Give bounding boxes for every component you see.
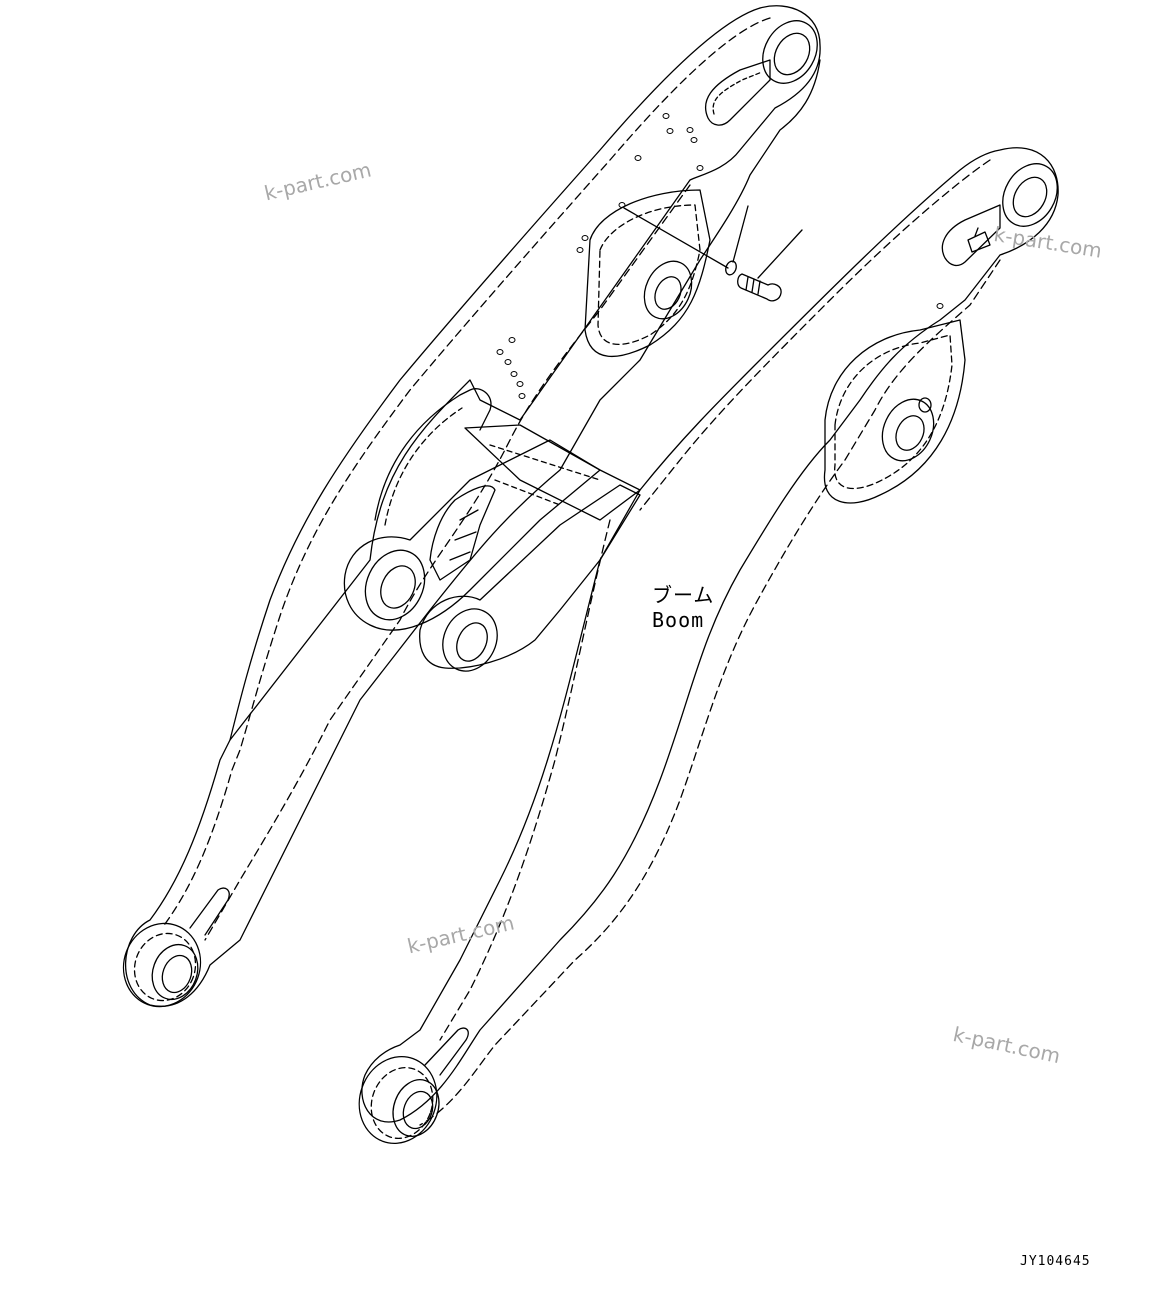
right-arm-grease-fitting — [918, 397, 932, 413]
bolt — [737, 273, 782, 302]
right-arm-mid-bracket — [823, 319, 966, 504]
assembly-line — [623, 207, 729, 269]
right-arm-bottom-eye-outer — [358, 1056, 438, 1144]
right-arm-bottom-eye-dashed — [370, 1066, 434, 1140]
cross-member-inner-box — [489, 444, 601, 506]
right-arm-top-eye-outer — [1002, 163, 1058, 227]
cross-member-top — [464, 424, 641, 521]
bolt-leader — [757, 229, 803, 279]
cross-member-web — [429, 485, 496, 581]
cross-member-lug-left-boss — [364, 549, 426, 621]
part-label-english: Boom — [652, 608, 705, 632]
cross-member-web-detail — [449, 509, 479, 561]
right-arm-bottom-eye-bore-inner — [402, 1090, 434, 1130]
washer-leader — [732, 205, 749, 263]
left-arm-bottom-eye-bore — [151, 943, 199, 1001]
left-arm-bottom-eye-dashed — [133, 932, 197, 1002]
right-arm-bottom-eye-bore — [392, 1079, 440, 1137]
cross-member-bracket-left-dashed — [384, 407, 463, 526]
part-label-japanese: ブーム — [652, 583, 715, 607]
right-arm-bottom-dashed — [419, 259, 1001, 1126]
left-arm-bottom-eye-outer — [122, 922, 202, 1008]
right-arm-inner-dashed — [439, 519, 611, 1041]
right-arm-bottom-slot — [424, 1027, 469, 1076]
left-arm-top-eye-outer — [762, 20, 818, 84]
stud-markers — [496, 113, 944, 399]
drawing-code: JY104645 — [1020, 1254, 1091, 1269]
left-arm-top-edge — [229, 7, 761, 741]
left-arm-mid-bracket-dashed — [597, 204, 701, 346]
cross-member-lug-right-bore — [456, 622, 488, 662]
right-arm-top-eye-inner — [1012, 176, 1048, 218]
left-arm-outline — [124, 5, 821, 1007]
left-arm-top-edge-dashed — [161, 17, 771, 929]
left-arm-bottom-eye-bore-inner — [161, 954, 193, 994]
right-arm-mid-boss-outer — [881, 398, 935, 462]
cross-member-lug-left-bore — [380, 565, 416, 609]
cross-member-lug-right — [419, 484, 641, 669]
right-arm-top-dashed — [639, 159, 991, 511]
left-arm-bottom-slot — [189, 887, 230, 936]
right-arm-outer — [361, 147, 1059, 1123]
cross-member-lug-right-boss — [442, 608, 498, 672]
bolt-thread — [745, 276, 761, 295]
left-arm-top-slot — [704, 59, 771, 126]
cross-member-bracket-left — [374, 388, 492, 521]
right-arm-mid-bracket-dashed — [834, 334, 953, 490]
left-arm-mid-bracket — [584, 189, 711, 357]
left-arm-top-slot-inner — [712, 71, 763, 115]
left-arm-top-eye-inner — [773, 32, 811, 76]
right-arm-top-slot — [941, 204, 1001, 267]
washer — [725, 260, 737, 276]
left-arm-bottom-dashed — [204, 184, 691, 941]
left-boom-arm — [122, 5, 821, 1008]
bolt-washer-callout — [623, 205, 803, 302]
hose-clip — [967, 227, 991, 253]
right-boom-arm — [358, 147, 1059, 1144]
left-arm-mid-boss-outer — [643, 260, 693, 320]
right-arm-mid-boss-inner — [895, 415, 925, 451]
cross-member — [343, 388, 641, 672]
left-arm-mid-boss-inner — [654, 276, 682, 310]
cross-member-lug-left — [343, 439, 601, 631]
